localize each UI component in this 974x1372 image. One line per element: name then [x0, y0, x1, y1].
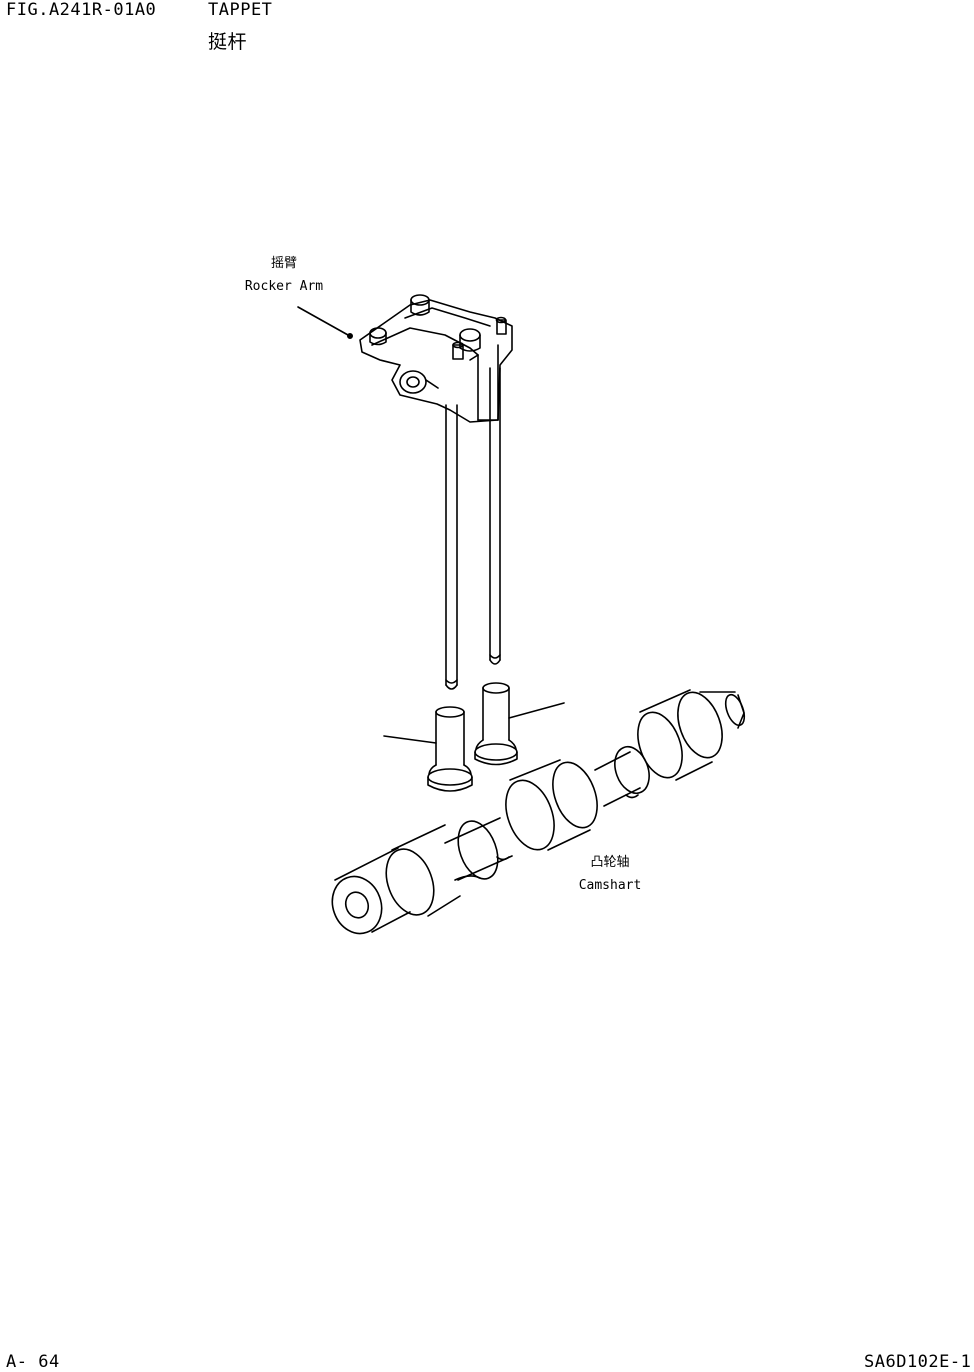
figure-title-en: TAPPET: [208, 0, 273, 20]
tappet-right-leader: [508, 702, 565, 719]
camshaft: [331, 689, 746, 935]
rocker-arm-label-zh: 摇臂: [270, 256, 297, 271]
tappet-right: [474, 682, 518, 766]
push-rod-right: [489, 367, 501, 665]
model-code: SA6D102E-1: [864, 1352, 972, 1372]
tappet-left-leader: [383, 735, 437, 744]
rocker-arm-label-en: Rocker Arm: [244, 279, 324, 294]
page-number: A- 64: [6, 1352, 60, 1372]
figure-title-zh: 挺杆: [208, 31, 248, 53]
figure-number: FIG.A241R-01A0: [6, 0, 157, 20]
push-rod-left: [445, 404, 458, 690]
camshaft-label-en: Camshart: [578, 878, 642, 893]
camshaft-label-zh: 凸轮轴: [590, 855, 630, 870]
tappet-left: [427, 706, 473, 792]
rocker-arm-assembly: [359, 294, 513, 423]
rocker-arm-leader: [297, 306, 353, 339]
